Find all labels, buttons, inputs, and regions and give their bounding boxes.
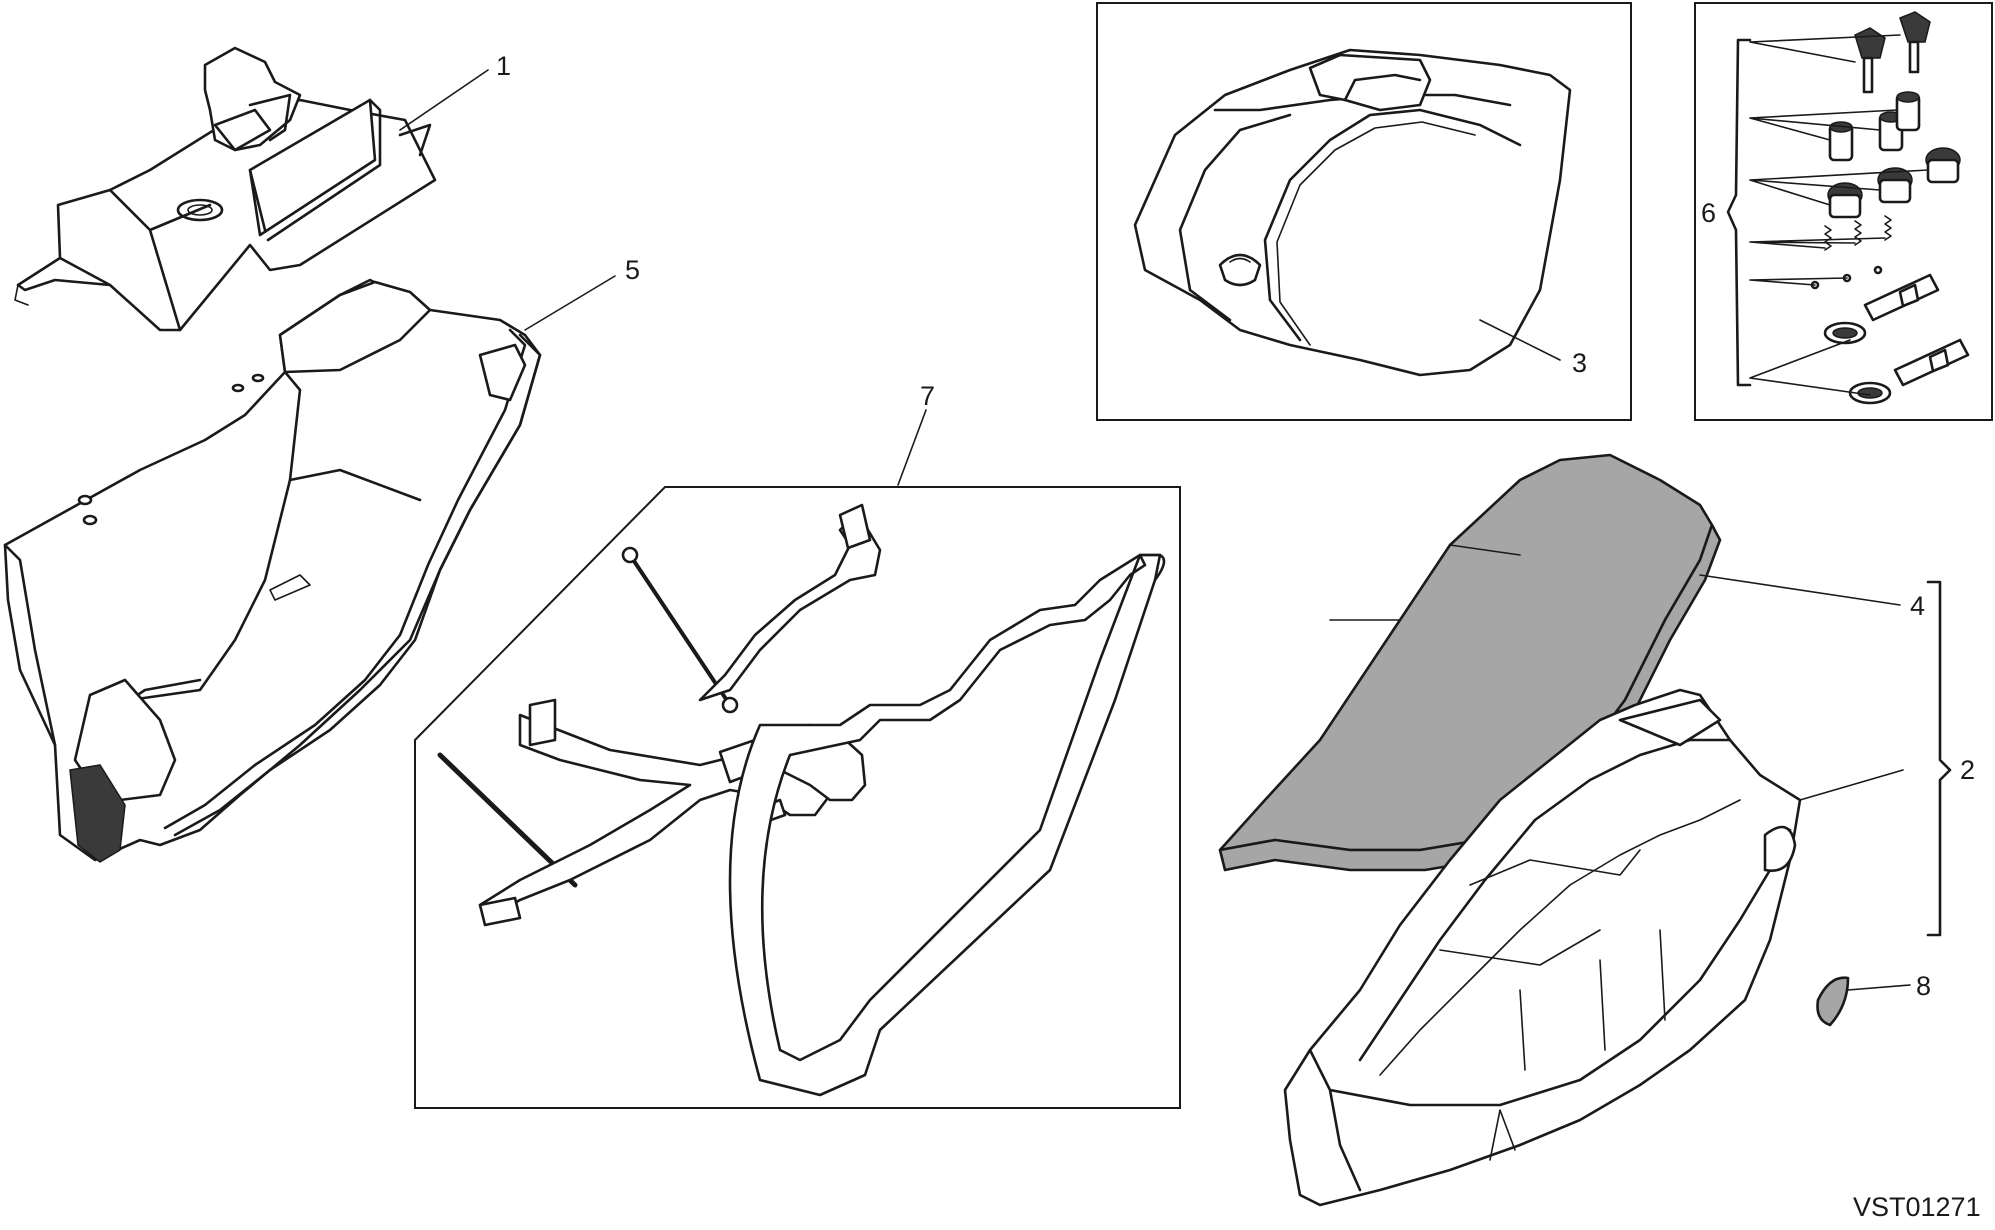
- callout-1: 1: [496, 51, 511, 81]
- key-icon: [1899, 11, 1931, 74]
- part-3-frame: [1096, 2, 1632, 421]
- part-7-straps-and-seal: [437, 503, 1166, 1097]
- part-3-inner-bag: [1133, 48, 1572, 377]
- callout-labels: 1 2 3 4 5 6 7 8: [496, 51, 1975, 1001]
- callout-8: 8: [1916, 971, 1931, 1001]
- spring-icon: [1824, 215, 1892, 251]
- latch-plate-icon: [1823, 273, 1970, 405]
- part-6-lock-kit: [1726, 11, 1970, 405]
- callout-2: 2: [1960, 755, 1975, 785]
- part-5-pannier-shell: [3, 278, 542, 863]
- part-8-cap: [1816, 976, 1850, 1027]
- part-4-lid: [1218, 453, 1722, 872]
- callout-7: 7: [920, 381, 935, 411]
- part-7-frame: [414, 486, 1181, 1109]
- lock-housing-icon: [1827, 147, 1961, 219]
- callout-5: 5: [625, 255, 640, 285]
- part-6-frame: [1694, 2, 1993, 421]
- callout-6: 6: [1701, 198, 1716, 228]
- part-2-pannier-body: [1283, 688, 1802, 1207]
- drawing-code: VST01271: [1853, 1192, 1981, 1222]
- lock-cylinder-icon: [1828, 91, 1921, 162]
- leader-lines: [399, 69, 1952, 991]
- callout-3: 3: [1572, 348, 1587, 378]
- callout-4: 4: [1910, 591, 1925, 621]
- part-1-mounting-bracket: [14, 46, 437, 332]
